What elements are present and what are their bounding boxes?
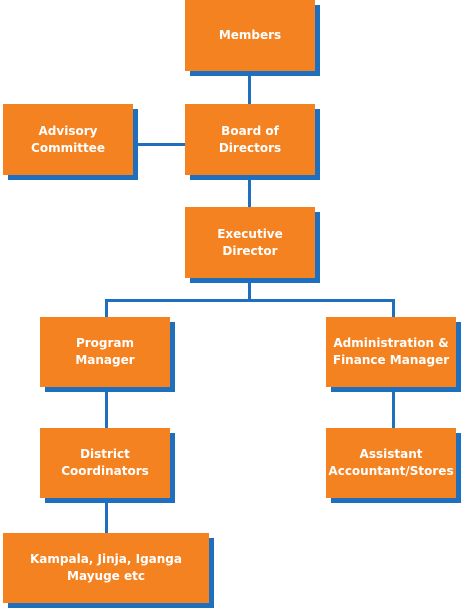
district-coordinators-label: District Coordinators	[61, 447, 149, 478]
connector-branch-admin	[392, 299, 395, 317]
assistant-accountant-box: Assistant Accountant/Stores	[326, 428, 456, 498]
program-manager-box: Program Manager	[40, 317, 170, 387]
districts-box: Kampala, Jinja, Iganga Mayuge etc	[3, 533, 209, 603]
board-of-directors-box: Board of Directors	[185, 104, 315, 175]
connector-program-district	[105, 387, 108, 428]
admin-finance-manager-label: Administration & Finance Manager	[332, 336, 450, 367]
districts-label: Kampala, Jinja, Iganga Mayuge etc	[30, 552, 182, 583]
connector-branch-program	[105, 299, 108, 317]
executive-director-box: Executive Director	[185, 207, 315, 278]
connector-members-board	[248, 71, 251, 104]
connector-horizontal-branch	[105, 299, 395, 302]
connector-advisory-board	[133, 143, 185, 146]
executive-director-label: Executive Director	[217, 226, 283, 258]
connector-executive-branch	[248, 278, 251, 300]
district-coordinators-box: District Coordinators	[40, 428, 170, 498]
assistant-accountant-label: Assistant Accountant/Stores	[328, 447, 454, 478]
board-of-directors-label: Board of Directors	[218, 123, 282, 155]
admin-finance-manager-box: Administration & Finance Manager	[326, 317, 456, 387]
program-manager-label: Program Manager	[75, 336, 135, 367]
advisory-committee-label: Advisory Committee	[31, 123, 105, 155]
members-label: Members	[218, 28, 282, 42]
members-box: Members	[185, 0, 315, 71]
connector-district-locations	[105, 498, 108, 533]
advisory-committee-box: Advisory Committee	[3, 104, 133, 175]
connector-admin-assistant	[392, 387, 395, 428]
connector-board-executive	[248, 175, 251, 207]
